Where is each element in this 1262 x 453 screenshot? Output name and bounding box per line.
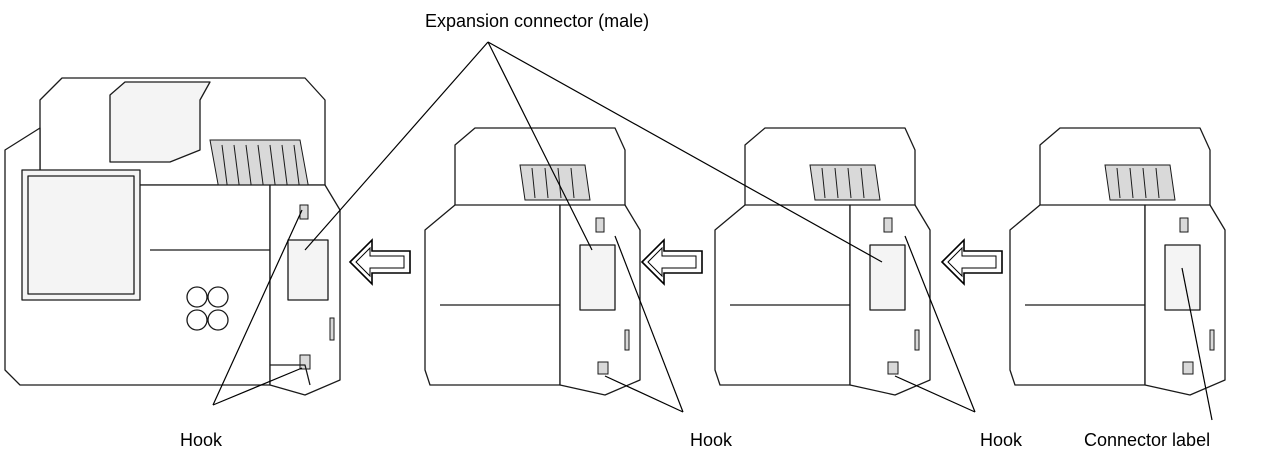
hook-label-1: Hook (180, 430, 223, 450)
hook-label-3: Hook (980, 430, 1023, 450)
hook-leaders-1 (212, 209, 303, 406)
expansion-connector-leaders (304, 41, 883, 263)
connector-label-leader (1181, 267, 1213, 421)
assembly-arrow-2 (640, 238, 703, 286)
expansion-module-2 (714, 127, 931, 396)
assembly-arrow-1 (348, 238, 411, 286)
expansion-connector-label: Expansion connector (male) (425, 11, 650, 31)
expansion-module-3 (1009, 127, 1226, 396)
hook-leaders-2 (604, 235, 684, 413)
main-unit (4, 77, 341, 396)
hook-leaders-3 (894, 235, 976, 413)
connector-label-text: Connector label (1084, 430, 1211, 450)
assembly-arrow-3 (940, 238, 1003, 286)
expansion-module-1 (424, 127, 641, 396)
hook-label-2: Hook (690, 430, 733, 450)
